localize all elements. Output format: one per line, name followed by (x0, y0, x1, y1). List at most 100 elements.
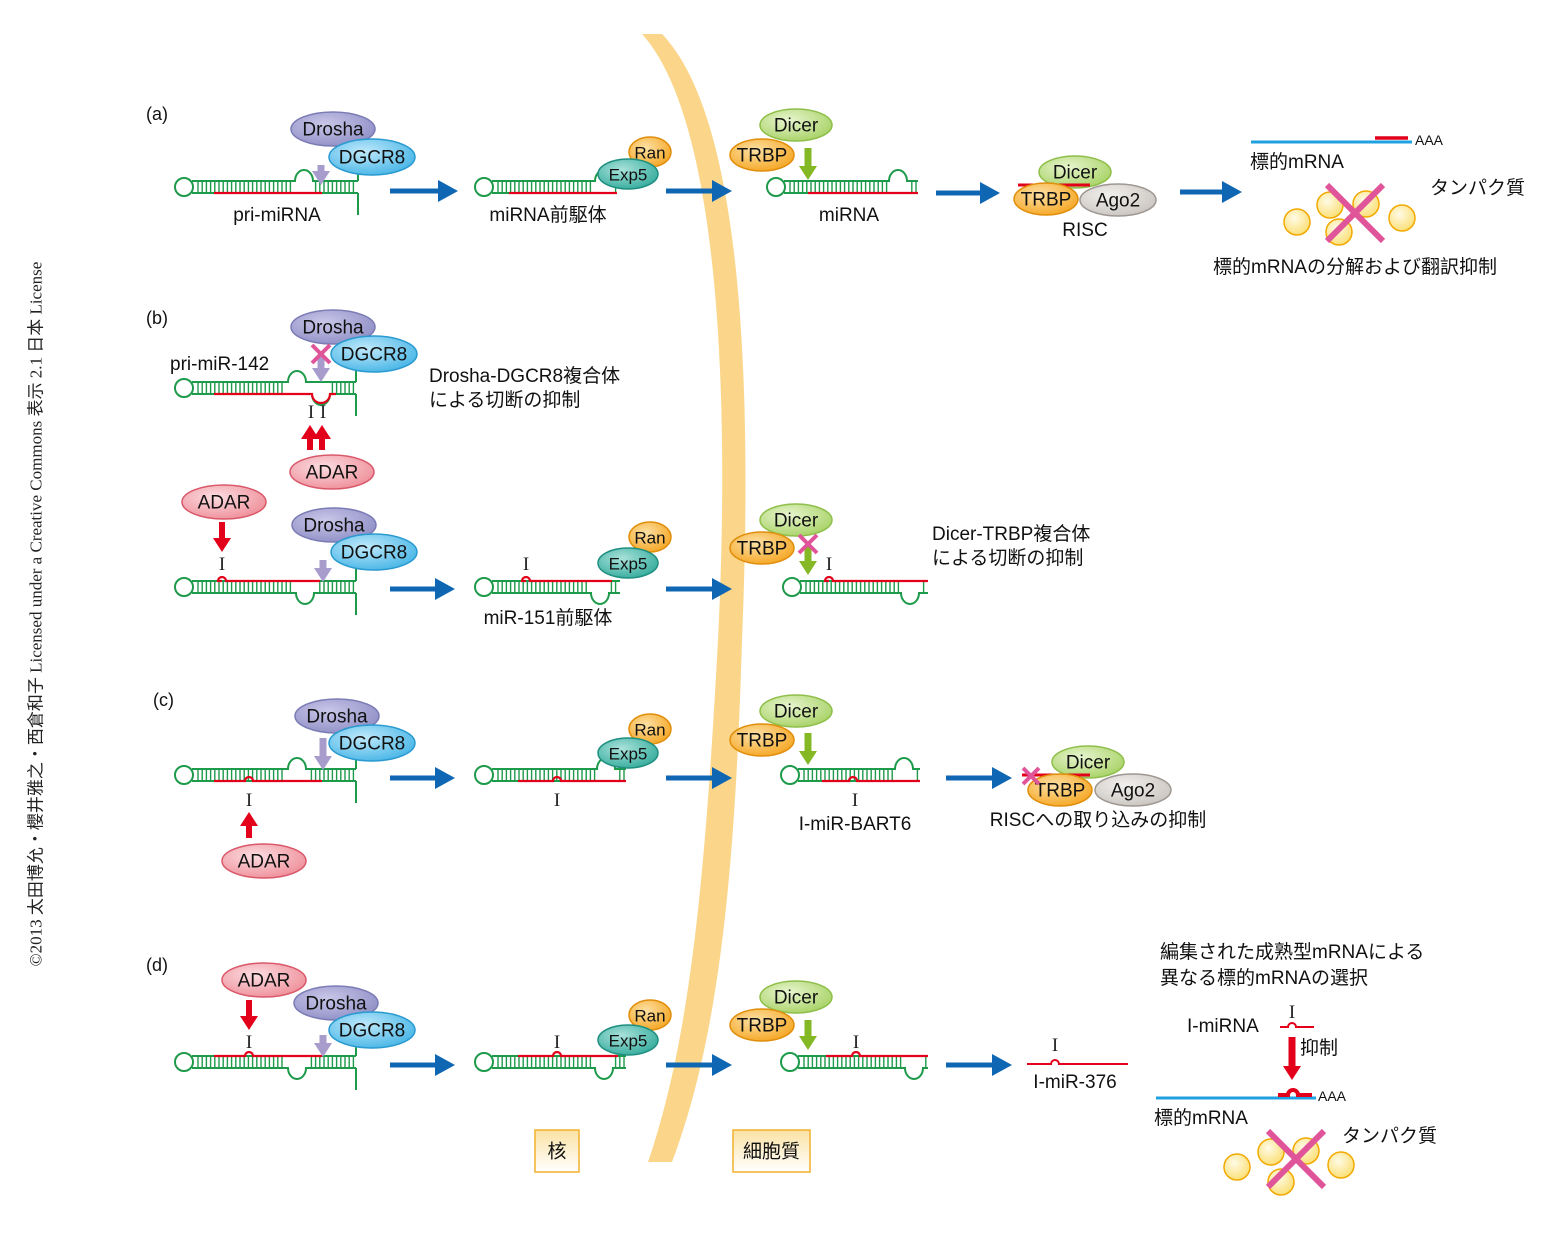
polya-tail-label: AAA (1318, 1088, 1347, 1104)
adar-protein-shape (181, 484, 267, 520)
target-mrna-label: 標的mRNA (1154, 1107, 1248, 1129)
exp5-protein-shape (597, 1024, 659, 1056)
inosine-mark: I (246, 1032, 252, 1053)
dicer-cleavage-arrow (799, 733, 817, 765)
dgcr8-protein: DGCR8 (330, 335, 418, 373)
dicer-cleavage-arrow (799, 1020, 817, 1050)
drosha-inhibition-note-line2: による切断の抑制 (429, 389, 580, 411)
bound-mirna-line (1278, 1088, 1312, 1097)
block-x-icon (797, 533, 819, 555)
i-mir-376-strand (1027, 1059, 1128, 1065)
exp5-protein-label: Exp5 (609, 745, 648, 764)
dicer-protein: Dicer (759, 980, 833, 1014)
i-mir-376-label: I-miR-376 (1033, 1072, 1116, 1093)
protein-label: タンパク質 (1342, 1125, 1437, 1147)
protein-particle (1257, 1138, 1285, 1166)
process-arrow (390, 180, 458, 202)
ran-protein-label: Ran (634, 1007, 665, 1026)
protein-particle (1223, 1153, 1251, 1181)
nuclear-membrane (642, 34, 746, 1162)
trbp-protein-label: TRBP (737, 731, 788, 752)
trbp-protein: TRBP (729, 531, 795, 565)
drosha-protein-shape (290, 111, 376, 147)
nucleus-label-box-label: 核 (547, 1141, 566, 1163)
dicer-protein-label: Dicer (774, 511, 819, 532)
panel-label-c: (c) (153, 690, 174, 710)
dgcr8-protein: DGCR8 (328, 724, 416, 762)
pre-mirna-hairpin (474, 169, 617, 197)
protein-particle (1283, 208, 1311, 236)
ago2-protein: Ago2 (1079, 183, 1157, 217)
dgcr8-protein: DGCR8 (330, 533, 418, 571)
drosha-protein: Drosha (293, 985, 379, 1021)
drosha-cleavage-arrow (314, 1035, 332, 1057)
dicer-protein-shape (1051, 745, 1125, 779)
polya-tail-label: AAA (1415, 132, 1444, 148)
panel-label-d: (d) (146, 955, 168, 975)
target-mrna-label: 標的mRNA (1250, 151, 1344, 173)
adar-protein-label: ADAR (238, 852, 291, 873)
adar-protein-shape (289, 454, 375, 490)
trbp-protein-shape (729, 723, 795, 757)
exp5-protein: Exp5 (597, 1024, 659, 1056)
exp5-protein-shape (597, 547, 659, 579)
trbp-protein-label: TRBP (1021, 190, 1072, 211)
dicer-protein-label: Dicer (1066, 753, 1111, 774)
inosine-mark: I (523, 554, 529, 575)
dicer-protein-shape (759, 503, 833, 537)
inosine-mark: I (1052, 1035, 1058, 1056)
ago2-protein: Ago2 (1094, 773, 1172, 807)
drosha-protein-label: Drosha (306, 707, 368, 728)
mirna-label: miRNA (819, 205, 879, 226)
trbp-protein: TRBP (1027, 773, 1093, 807)
dicer-inhibition-note-line2: による切断の抑制 (932, 547, 1083, 569)
trbp-protein: TRBP (729, 723, 795, 757)
pre-mir-376-hairpin (474, 1050, 626, 1080)
i-mirna-label: I-miRNA (1187, 1016, 1259, 1037)
trbp-protein: TRBP (729, 138, 795, 172)
inosine-mark: I (852, 790, 858, 811)
mir-151-duplex (782, 575, 928, 605)
exp5-protein: Exp5 (597, 547, 659, 579)
process-arrow (1180, 181, 1242, 203)
pri-mir-142-label: pri-miR-142 (170, 354, 269, 375)
adar-protein: ADAR (181, 484, 267, 520)
ran-protein-label: Ran (634, 529, 665, 548)
panel-label-a: (a) (146, 104, 168, 124)
trbp-protein-label: TRBP (737, 146, 788, 167)
dgcr8-protein-label: DGCR8 (341, 543, 408, 564)
drosha-cleavage-arrow (314, 560, 332, 582)
dicer-protein: Dicer (759, 108, 833, 142)
outcome-label-c: RISCへの取り込みの抑制 (990, 809, 1206, 831)
trbp-protein-label: TRBP (737, 1016, 788, 1037)
ago2-protein-shape (1094, 773, 1172, 807)
adar-protein-shape (221, 962, 307, 998)
adar-protein-shape (221, 843, 307, 879)
drosha-protein: Drosha (291, 507, 377, 543)
dicer-protein-shape (1038, 155, 1112, 189)
inhibition-arrow (1283, 1037, 1301, 1080)
dicer-protein-shape (759, 980, 833, 1014)
outcome-label-a: 標的mRNAの分解および翻訳抑制 (1213, 256, 1497, 278)
adar-protein-label: ADAR (238, 971, 291, 992)
trbp-protein-shape (729, 531, 795, 565)
dicer-protein: Dicer (1051, 745, 1125, 779)
nucleus-label-box: 核 (534, 1129, 580, 1173)
dicer-protein-label: Dicer (774, 116, 819, 137)
drosha-cleavage-arrow (312, 357, 330, 382)
dicer-protein-shape (759, 694, 833, 728)
i-mir-bart6-label: I-miR-BART6 (799, 814, 912, 835)
trbp-protein-shape (729, 1008, 795, 1042)
trbp-protein-shape (1013, 182, 1079, 216)
exp5-protein: Exp5 (597, 158, 659, 190)
ago2-protein-label: Ago2 (1111, 781, 1155, 802)
exp5-protein-shape (597, 737, 659, 769)
adar-protein-label: ADAR (306, 463, 359, 484)
drosha-protein: Drosha (290, 309, 376, 345)
drosha-protein-shape (290, 309, 376, 345)
mir-376-duplex (780, 1050, 928, 1080)
adar-protein: ADAR (221, 962, 307, 998)
panel-label-b: (b) (146, 308, 168, 328)
drosha-cleavage-arrow (312, 165, 330, 185)
